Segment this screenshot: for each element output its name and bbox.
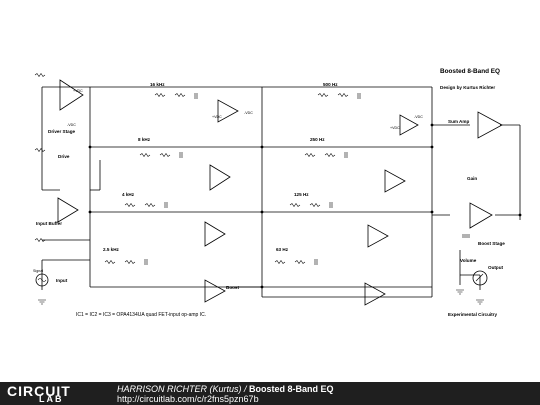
footer-credit: HARRISON RICHTER (Kurtus) / Boosted 8-Ba… bbox=[117, 384, 334, 394]
circuit-url[interactable]: http://circuitlab.com/c/r2fns5pzn67b bbox=[117, 394, 259, 404]
drive-label: Drive bbox=[58, 154, 70, 159]
band-label-2k5: 2.5 kHz bbox=[103, 247, 120, 252]
signal-source-label: Signal bbox=[33, 269, 43, 273]
signal-source-icon bbox=[35, 273, 49, 287]
circuitlab-logo[interactable]: CIRCUIT LAB bbox=[7, 383, 71, 404]
schematic-title: Boosted 8-Band EQ bbox=[440, 68, 500, 75]
vcc-neg-driver: -VDC bbox=[67, 123, 76, 127]
schematic-wires bbox=[41, 86, 521, 298]
band-label-8k: 8 kHz bbox=[138, 137, 151, 142]
input-buffer-label: Input Buffer bbox=[36, 221, 62, 226]
ground-icon bbox=[38, 299, 46, 305]
driver-stage-label: Driver Stage bbox=[48, 129, 76, 134]
op-amps bbox=[57, 79, 503, 306]
author-name[interactable]: HARRISON RICHTER (Kurtus) bbox=[117, 384, 242, 394]
band-label-16k: 16 kHz bbox=[150, 82, 165, 87]
gain-label: Gain bbox=[467, 176, 477, 181]
band-label-250: 250 Hz bbox=[310, 137, 325, 142]
vcc-pos-ic1: +VDC bbox=[212, 115, 222, 119]
footer-bar: CIRCUIT LAB HARRISON RICHTER (Kurtus) / … bbox=[0, 382, 540, 405]
schematic: Boosted 8-Band EQ Design by Kurtus Richt… bbox=[33, 68, 522, 318]
passive-components bbox=[34, 72, 470, 265]
designer-credit: Design by Kurtus Richter bbox=[440, 85, 495, 90]
boost-stage-label: Boost Stage bbox=[478, 241, 505, 246]
sum-amp-label: Sum Amp bbox=[448, 119, 469, 124]
experimental-label: Experimental Circuitry bbox=[448, 312, 497, 317]
boost-label: Boost bbox=[226, 285, 239, 290]
band-label-63: 63 Hz bbox=[276, 247, 289, 252]
vcc-neg-ic2: -VDC bbox=[414, 115, 423, 119]
output-meter-icon bbox=[472, 270, 488, 286]
band-label-125: 125 Hz bbox=[294, 192, 309, 197]
ic-footnote: IC1 = IC2 = IC3 = OPA4134UA quad FET-inp… bbox=[76, 312, 206, 318]
band-label-500: 500 Hz bbox=[323, 82, 338, 87]
output-label: Output bbox=[488, 265, 504, 270]
vcc-neg-ic1: -VDC bbox=[244, 111, 253, 115]
sources-and-meters bbox=[35, 270, 488, 305]
volume-label: Volume bbox=[460, 258, 477, 263]
circuit-name: Boosted 8-Band EQ bbox=[249, 384, 334, 394]
vcc-pos-driver: +VDC bbox=[73, 89, 83, 93]
vcc-pos-ic2: +VDC bbox=[390, 126, 400, 130]
band-label-4k: 4 kHz bbox=[122, 192, 135, 197]
junction-dots bbox=[88, 123, 522, 289]
ground-icon bbox=[456, 289, 464, 295]
input-label: Input bbox=[56, 278, 68, 283]
ground-icon bbox=[476, 299, 484, 305]
